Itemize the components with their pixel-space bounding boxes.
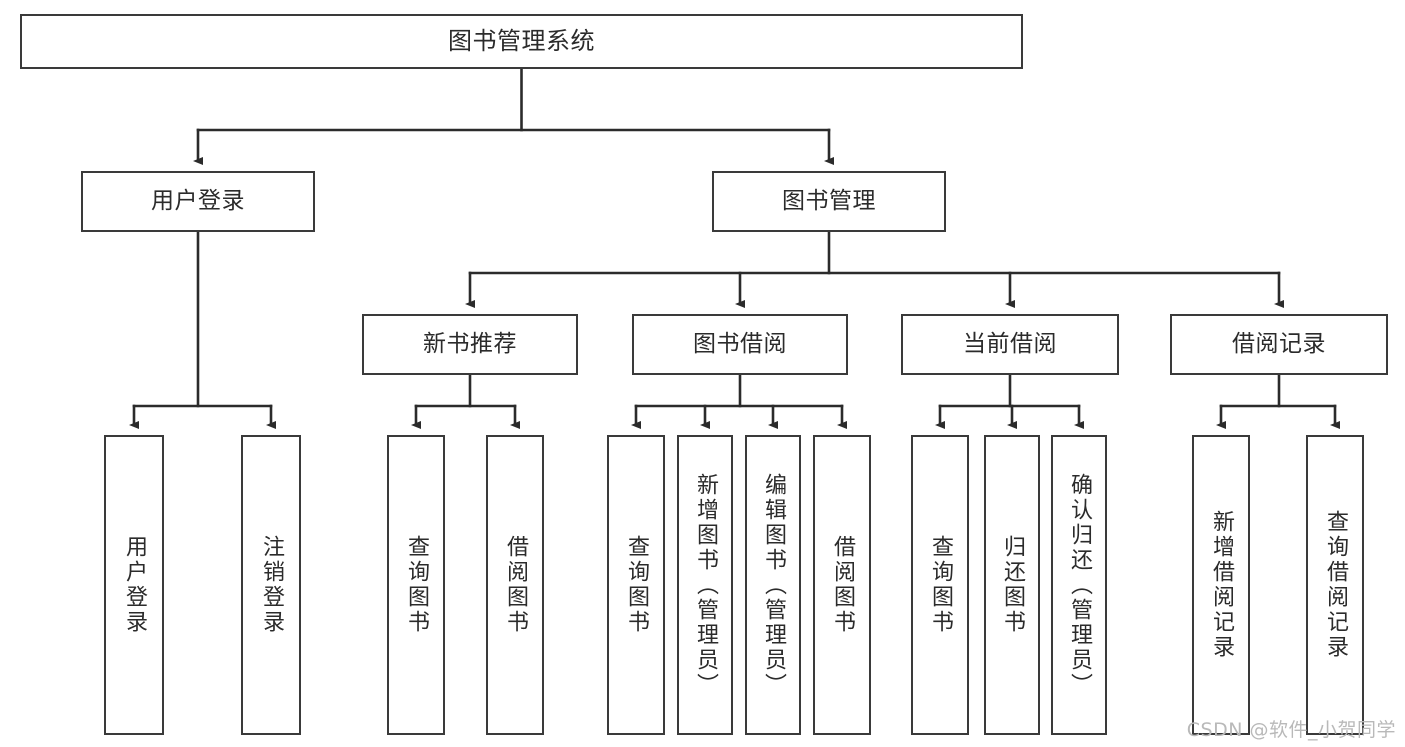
node-label-leaf-query-record: 查询借阅记录: [1322, 510, 1348, 660]
node-label-leaf-confirm-return: 确认归还（管理员）: [1066, 472, 1092, 698]
node-label-leaf-add-book: 新增图书（管理员）: [692, 472, 718, 698]
node-label-leaf-borrow-book-1: 借阅图书: [502, 535, 528, 635]
node-leaf-query-book-1[interactable]: 查询图书: [387, 435, 445, 735]
node-leaf-logout[interactable]: 注销登录: [241, 435, 301, 735]
node-user-login[interactable]: 用户登录: [81, 171, 315, 232]
node-leaf-query-record[interactable]: 查询借阅记录: [1306, 435, 1364, 735]
node-label-current-borrow: 当前借阅: [963, 330, 1057, 357]
node-leaf-query-book-2[interactable]: 查询图书: [607, 435, 665, 735]
node-borrow-record[interactable]: 借阅记录: [1170, 314, 1388, 375]
node-leaf-user-login[interactable]: 用户登录: [104, 435, 164, 735]
node-label-leaf-query-book-1: 查询图书: [403, 535, 429, 635]
node-leaf-edit-book[interactable]: 编辑图书（管理员）: [745, 435, 801, 735]
node-label-new-book-recommend: 新书推荐: [423, 330, 517, 357]
node-leaf-borrow-book-2[interactable]: 借阅图书: [813, 435, 871, 735]
node-label-leaf-add-record: 新增借阅记录: [1208, 510, 1234, 660]
node-book-borrow[interactable]: 图书借阅: [632, 314, 848, 375]
node-label-leaf-user-login: 用户登录: [121, 535, 147, 635]
node-label-leaf-query-book-2: 查询图书: [623, 535, 649, 635]
node-leaf-add-book[interactable]: 新增图书（管理员）: [677, 435, 733, 735]
node-leaf-query-book-3[interactable]: 查询图书: [911, 435, 969, 735]
node-label-leaf-return-book: 归还图书: [999, 535, 1025, 635]
node-label-leaf-query-book-3: 查询图书: [927, 535, 953, 635]
node-label-leaf-logout: 注销登录: [258, 535, 284, 635]
node-label-leaf-edit-book: 编辑图书（管理员）: [760, 472, 786, 698]
node-leaf-confirm-return[interactable]: 确认归还（管理员）: [1051, 435, 1107, 735]
node-root[interactable]: 图书管理系统: [20, 14, 1023, 69]
node-label-leaf-borrow-book-2: 借阅图书: [829, 535, 855, 635]
node-label-book-borrow: 图书借阅: [693, 330, 787, 357]
node-leaf-add-record[interactable]: 新增借阅记录: [1192, 435, 1250, 735]
node-new-book-recommend[interactable]: 新书推荐: [362, 314, 578, 375]
watermark-text: CSDN @软件_小贺同学: [1186, 719, 1396, 741]
node-label-book-manage: 图书管理: [782, 187, 876, 214]
node-label-root: 图书管理系统: [448, 27, 595, 56]
node-book-manage[interactable]: 图书管理: [712, 171, 946, 232]
node-leaf-return-book[interactable]: 归还图书: [984, 435, 1040, 735]
node-leaf-borrow-book-1[interactable]: 借阅图书: [486, 435, 544, 735]
node-label-borrow-record: 借阅记录: [1232, 330, 1326, 357]
node-current-borrow[interactable]: 当前借阅: [901, 314, 1119, 375]
node-label-user-login: 用户登录: [151, 187, 245, 214]
